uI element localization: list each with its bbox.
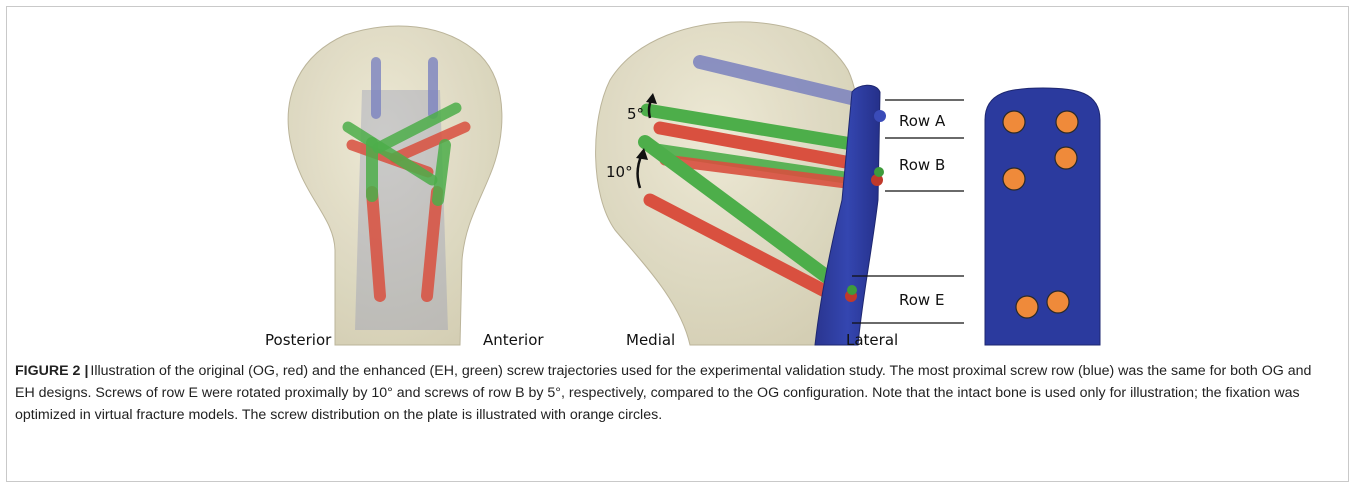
figure-illustration bbox=[0, 0, 1355, 360]
figure-number: FIGURE 2 bbox=[15, 363, 80, 379]
locking-plate-front bbox=[985, 88, 1100, 345]
label-lateral: Lateral bbox=[846, 331, 898, 349]
screw-hole-circle bbox=[1003, 168, 1025, 190]
bone-view-medial-lateral bbox=[596, 22, 886, 345]
bone-view-posterior-anterior bbox=[288, 26, 502, 345]
label-angle-5: 5° bbox=[627, 105, 644, 123]
label-anterior: Anterior bbox=[483, 331, 544, 349]
caption-separator: | bbox=[84, 363, 88, 379]
plate-front-view bbox=[985, 88, 1100, 345]
proximal-screw bbox=[371, 57, 381, 119]
label-medial: Medial bbox=[626, 331, 675, 349]
eh-screw bbox=[438, 145, 445, 200]
caption-text: Illustration of the original (OG, red) a… bbox=[15, 363, 1311, 423]
screw-hole-circle bbox=[1016, 296, 1038, 318]
screw-head bbox=[847, 285, 857, 295]
label-row-e: Row E bbox=[899, 291, 944, 309]
label-angle-10: 10° bbox=[606, 163, 633, 181]
screw-hole-circle bbox=[1047, 291, 1069, 313]
og-screw bbox=[372, 192, 380, 296]
screw-head bbox=[874, 167, 884, 177]
label-row-b: Row B bbox=[899, 156, 945, 174]
figure-caption: FIGURE 2|Illustration of the original (O… bbox=[15, 360, 1333, 426]
label-posterior: Posterior bbox=[265, 331, 331, 349]
label-row-a: Row A bbox=[899, 112, 945, 130]
screw-hole-circle bbox=[1003, 111, 1025, 133]
screw-hole-circle bbox=[1056, 111, 1078, 133]
screw-head bbox=[874, 110, 886, 122]
screw-hole-circle bbox=[1055, 147, 1077, 169]
proximal-screw bbox=[428, 57, 438, 119]
